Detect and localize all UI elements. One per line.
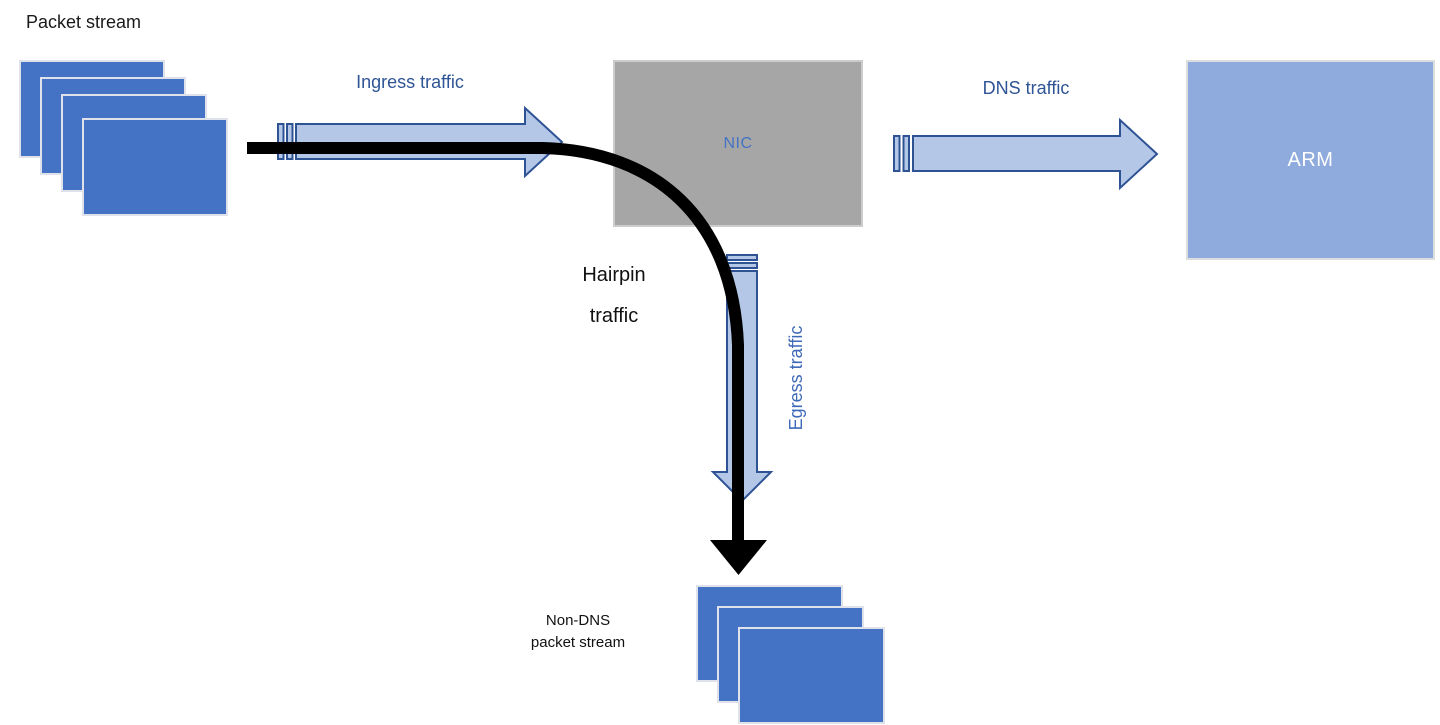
packet-card (82, 118, 228, 216)
ingress-traffic-label: Ingress traffic (356, 72, 464, 92)
egress-traffic-label: Egress traffic (786, 325, 806, 431)
non-dns-packet-stream-label: Non-DNS packet stream (530, 612, 626, 651)
hairpin-traffic-label: Hairpin traffic (582, 264, 646, 327)
arm-box: ARM (1186, 60, 1435, 260)
dns-traffic-label: DNS traffic (982, 78, 1070, 98)
arm-label: ARM (1287, 148, 1334, 171)
packet-stream-label: Packet stream (26, 12, 142, 32)
packet-card (738, 627, 885, 724)
